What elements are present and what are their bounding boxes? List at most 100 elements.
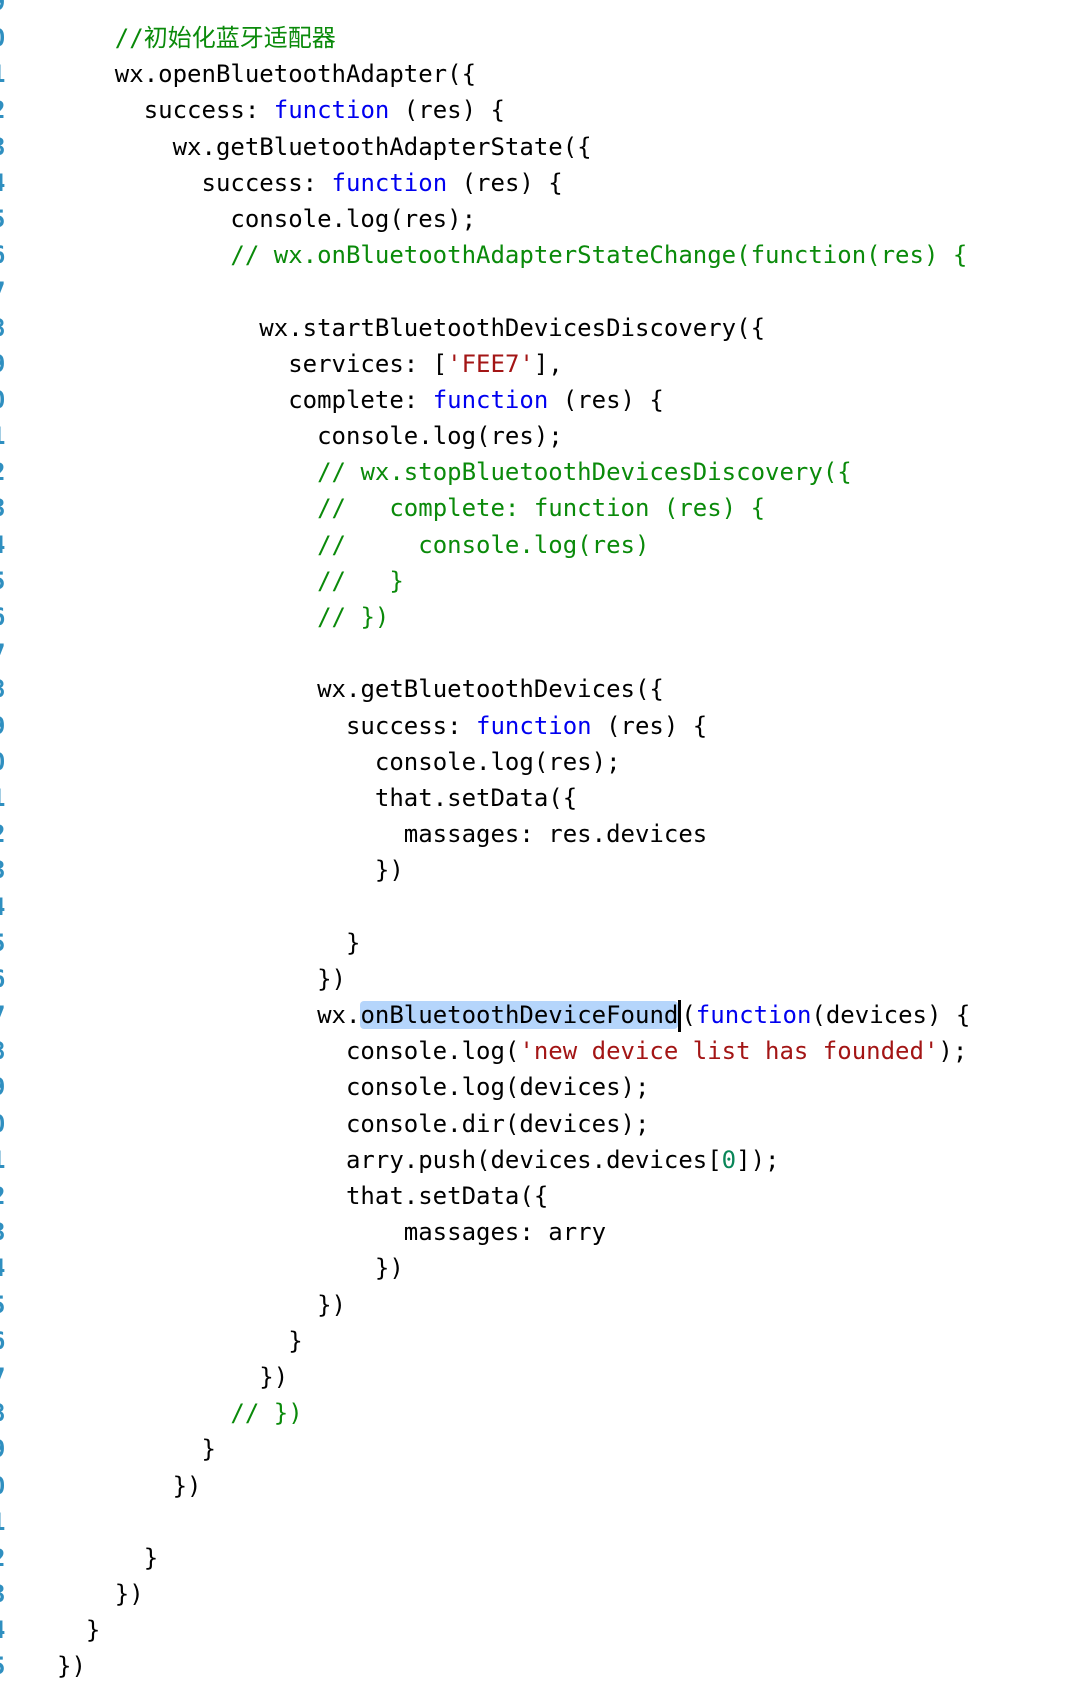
code-content: } [57,1540,158,1576]
code-line[interactable]: 4 [0,889,1078,925]
code-line[interactable]: 0 //初始化蓝牙适配器 [0,20,1078,56]
code-content: console.dir(devices); [57,1106,649,1142]
code-content: // console.log(res) [57,527,649,563]
code-line[interactable]: 7 wx.onBluetoothDeviceFound(function(dev… [0,997,1078,1033]
line-number: 9 [0,1431,11,1467]
code-line[interactable]: 5 // } [0,563,1078,599]
code-line[interactable]: 2 massages: res.devices [0,816,1078,852]
line-number: 4 [0,1612,11,1648]
comment-token: // console.log(res) [317,530,650,559]
code-line[interactable]: 4 } [0,1612,1078,1648]
code-line[interactable]: 3 // complete: function (res) { [0,490,1078,526]
code-line[interactable]: 1 arry.push(devices.devices[0]); [0,1142,1078,1178]
line-number: 6 [0,961,11,997]
code-text: (res) { [548,385,664,414]
code-content: }) [57,1287,346,1323]
keyword-token: function [476,711,592,740]
code-line[interactable]: 0 console.log(res); [0,744,1078,780]
line-number: 4 [0,527,11,563]
code-line[interactable]: 0 console.dir(devices); [0,1106,1078,1142]
comment-token: // wx.stopBluetoothDevicesDiscovery({ [317,458,852,487]
code-line[interactable]: 9 console.log(devices); [0,1069,1078,1105]
code-text: complete: [288,385,433,414]
line-number: 7 [0,997,11,1033]
keyword-token: function [695,1001,812,1030]
code-line[interactable]: 9 } [0,1431,1078,1467]
code-content: console.log(res); [57,744,621,780]
comment-token: // }) [317,603,390,631]
code-line[interactable]: 6 }) [0,961,1078,997]
code-text: ], [533,349,563,378]
code-text: wx.getBluetoothAdapterState({ [172,132,592,161]
code-line[interactable]: 7 [0,635,1078,671]
code-content: console.log(res); [57,418,563,454]
code-line[interactable]: 2 // wx.stopBluetoothDevicesDiscovery({ [0,454,1078,490]
keyword-token: function [273,96,390,125]
code-content: // wx.onBluetoothAdapterStateChange(func… [57,237,967,273]
code-line[interactable]: 4 success: function (res) { [0,165,1078,201]
code-text: that.setData({ [345,1182,549,1210]
code-line[interactable]: 9 services: ['FEE7'], [0,346,1078,382]
code-text: console.log(res); [317,422,563,451]
comment-token: // } [317,566,404,595]
code-line[interactable]: 2 success: function (res) { [0,92,1078,128]
line-number: 3 [0,852,11,888]
code-line[interactable]: 8 wx.startBluetoothDevicesDiscovery({ [0,310,1078,346]
code-text: }) [172,1471,202,1500]
code-text: console.log(devices); [345,1073,650,1102]
code-content: } [57,1612,100,1648]
code-line[interactable]: 3 }) [0,852,1078,888]
code-line[interactable]: 6 // }) [0,599,1078,635]
code-line[interactable]: 8 wx.getBluetoothDevices({ [0,671,1078,707]
code-line[interactable]: 2 } [0,1540,1078,1576]
code-line[interactable]: 3 wx.getBluetoothAdapterState({ [0,129,1078,165]
line-number: 0 [0,1106,11,1142]
code-line[interactable]: 6 // wx.onBluetoothAdapterStateChange(fu… [0,237,1078,273]
line-number: 1 [0,56,11,92]
code-line[interactable]: 8 // }) [0,1395,1078,1431]
line-number: 0 [0,1468,11,1504]
line-number: 6 [0,1323,11,1359]
code-line[interactable]: 7 [0,273,1078,309]
code-line[interactable]: 0 }) [0,1468,1078,1504]
code-line[interactable]: 4 }) [0,1250,1078,1286]
code-content: wx.onBluetoothDeviceFound(function(devic… [57,997,970,1033]
code-content: console.log('new device list has founded… [57,1033,967,1069]
code-text: }) [317,1290,346,1319]
code-text: success: [345,711,477,740]
code-line[interactable]: 1 wx.openBluetoothAdapter({ [0,56,1078,92]
line-number: 8 [0,671,11,707]
line-number: 8 [0,1033,11,1069]
code-line[interactable]: 7 }) [0,1359,1078,1395]
code-line[interactable]: 1 that.setData({ [0,780,1078,816]
code-line[interactable]: 1 console.log(res); [0,418,1078,454]
code-content: }) [57,1648,86,1684]
code-line[interactable]: 5 } [0,925,1078,961]
code-line[interactable]: 3 massages: arry [0,1214,1078,1250]
comment-token: // complete: function (res) { [317,494,766,523]
code-line[interactable]: 9 success: function (res) { [0,708,1078,744]
code-line[interactable]: 1 [0,1504,1078,1540]
code-line[interactable]: 5}) [0,1648,1078,1684]
line-number: 4 [0,1250,11,1286]
line-number: 1 [0,1504,11,1540]
code-line[interactable]: 2 that.setData({ [0,1178,1078,1214]
code-line[interactable]: 6 } [0,1323,1078,1359]
code-text: that.setData({ [374,783,578,812]
code-line[interactable]: 0 complete: function (res) { [0,382,1078,418]
code-line[interactable]: 4 // console.log(res) [0,527,1078,563]
code-content: }) [57,961,346,997]
line-number: 9 [0,708,11,744]
code-content: // }) [57,1395,302,1431]
code-text: wx.getBluetoothDevices({ [317,675,664,704]
code-content: arry.push(devices.devices[0]); [57,1142,780,1178]
code-line[interactable]: 3 }) [0,1576,1078,1612]
line-number: 3 [0,129,11,165]
code-line[interactable]: 5 console.log(res); [0,201,1078,237]
code-line[interactable]: 8 console.log('new device list has found… [0,1033,1078,1069]
code-line[interactable]: 5 }) [0,1287,1078,1323]
code-content: success: function (res) { [57,708,707,744]
line-number: 3 [0,490,11,526]
code-content: that.setData({ [57,780,577,816]
